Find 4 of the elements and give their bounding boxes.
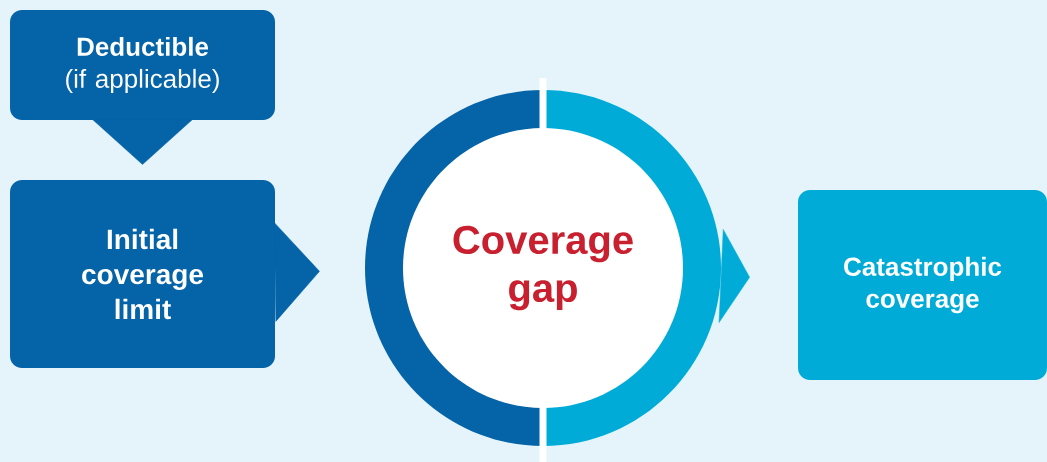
arrow: [92, 119, 193, 165]
arrow: [718, 229, 750, 323]
arrow: [274, 222, 320, 322]
label-box: Catastrophic coverage: [798, 190, 1047, 380]
